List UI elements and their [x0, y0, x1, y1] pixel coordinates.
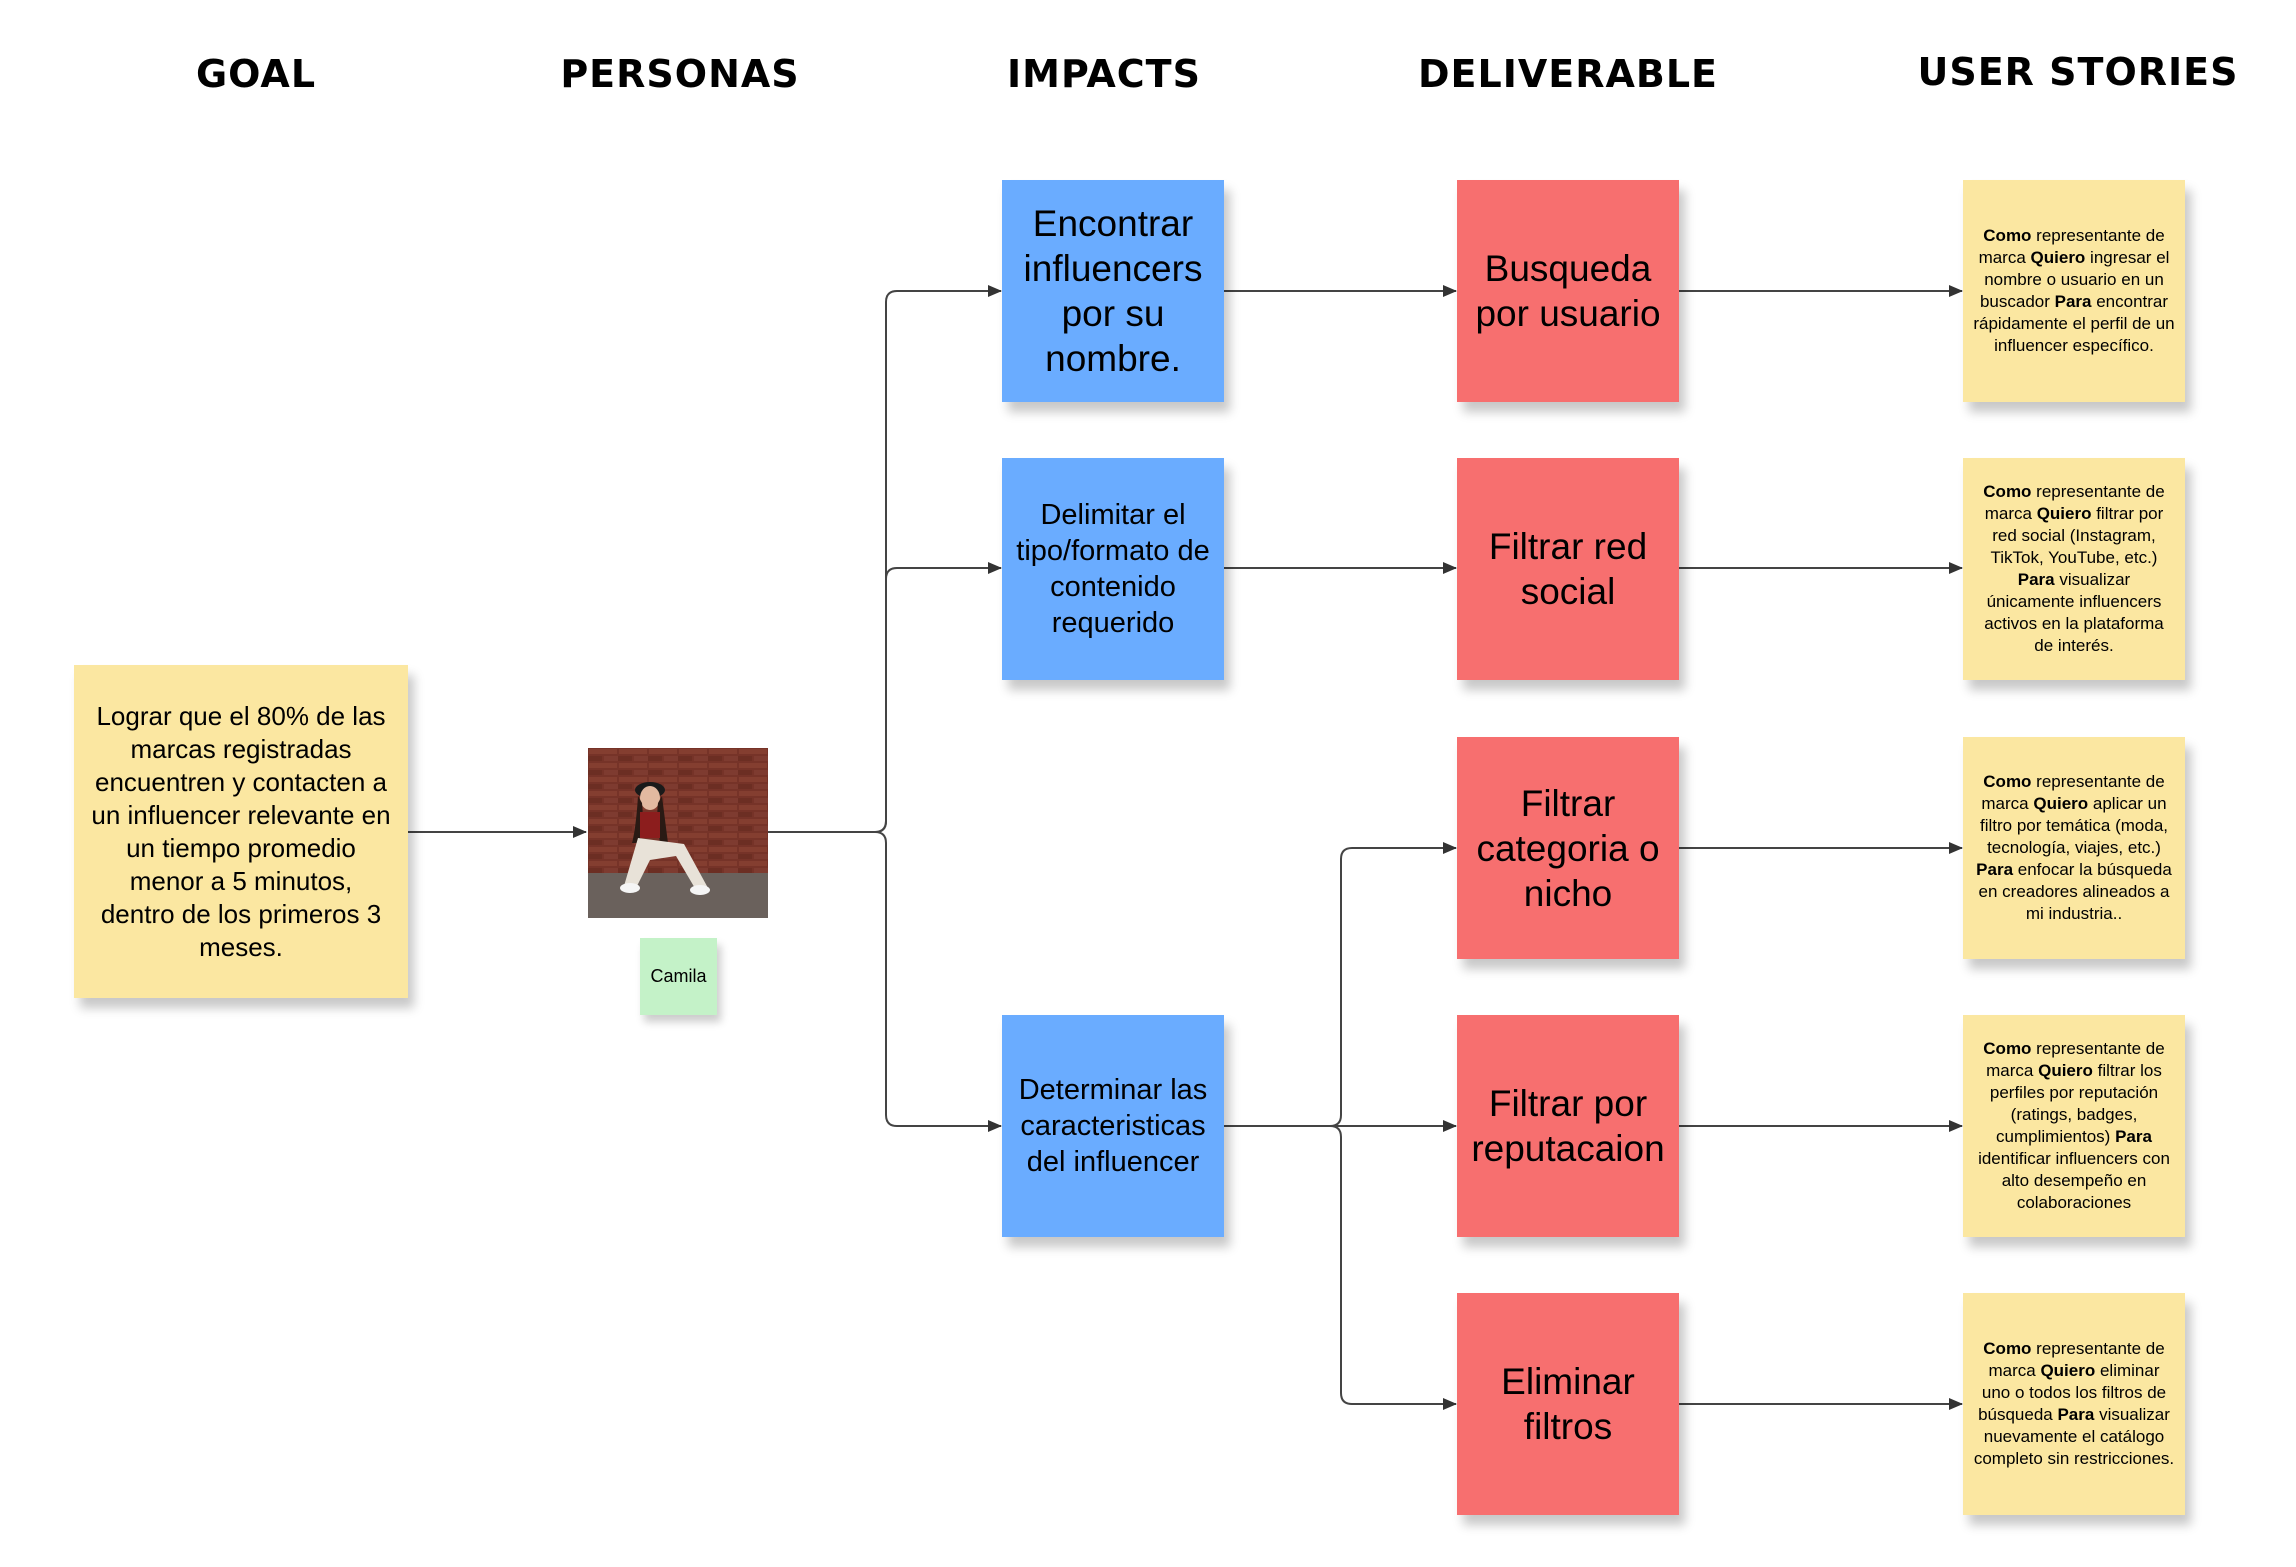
- deliverable-text-1: Busqueda por usuario: [1475, 248, 1661, 334]
- impact-text-2: Delimitar el tipo/formato de contenido r…: [1016, 499, 1210, 639]
- header-impacts: IMPACTS: [1007, 52, 1201, 96]
- connector-impact3-deliv5: [1329, 1125, 1457, 1410]
- goal-text: Lograr que el 80% de las marcas registra…: [91, 700, 391, 962]
- user-story-note-1: Como representante de marca Quiero ingre…: [1963, 180, 2185, 402]
- connector-persona-impact-2: [874, 562, 1002, 833]
- impact-note-3: Determinar las caracteristicas del influ…: [1002, 1015, 1224, 1237]
- impact-note-2: Delimitar el tipo/formato de contenido r…: [1002, 458, 1224, 680]
- header-deliverable: DELIVERABLE: [1417, 52, 1719, 96]
- impact-text-3: Determinar las caracteristicas del influ…: [1018, 1074, 1208, 1178]
- user-story-note-5: Como representante de marca Quiero elimi…: [1963, 1293, 2185, 1515]
- user-story-note-3: Como representante de marca Quiero aplic…: [1963, 737, 2185, 959]
- persona-name: Camila: [650, 966, 707, 986]
- deliverable-text-3: Filtrar categoria o nicho: [1476, 782, 1660, 914]
- connector-impact3-deliv3: [1224, 842, 1457, 1127]
- header-personas: PERSONAS: [560, 52, 800, 96]
- goal-note: Lograr que el 80% de las marcas registra…: [74, 665, 408, 998]
- deliverable-text-2: Filtrar red social: [1488, 526, 1648, 612]
- user-story-text-2: Como representante de marca Quiero filtr…: [1983, 482, 2165, 655]
- impact-note-1: Encontrar influencers por su nombre.: [1002, 180, 1224, 402]
- deliverable-text-5: Eliminar filtros: [1501, 1361, 1635, 1447]
- persona-photo: [588, 748, 768, 918]
- deliverable-text-4: Filtrar por reputacaion: [1471, 1083, 1665, 1169]
- connector-persona-impact-1: [768, 285, 1002, 833]
- user-story-text-1: Como representante de marca Quiero ingre…: [1973, 226, 2175, 355]
- user-story-note-4: Como representante de marca Quiero filtr…: [1963, 1015, 2185, 1237]
- connector-persona-impact-3: [874, 831, 1002, 1132]
- deliverable-note-5: Eliminar filtros: [1457, 1293, 1679, 1515]
- deliverable-note-1: Busqueda por usuario: [1457, 180, 1679, 402]
- user-story-text-5: Como representante de marca Quiero elimi…: [1973, 1339, 2175, 1468]
- deliverable-note-3: Filtrar categoria o nicho: [1457, 737, 1679, 959]
- persona-name-note: Camila: [640, 938, 717, 1015]
- deliverable-note-4: Filtrar por reputacaion: [1457, 1015, 1679, 1237]
- header-goal: GOAL: [195, 52, 317, 96]
- user-story-text-4: Como representante de marca Quiero filtr…: [1978, 1039, 2170, 1212]
- impact-text-1: Encontrar influencers por su nombre.: [1023, 203, 1203, 379]
- deliverable-note-2: Filtrar red social: [1457, 458, 1679, 680]
- user-story-note-2: Como representante de marca Quiero filtr…: [1963, 458, 2185, 680]
- user-story-text-3: Como representante de marca Quiero aplic…: [1976, 772, 2172, 923]
- header-user-stories: USER STORIES: [1917, 50, 2239, 94]
